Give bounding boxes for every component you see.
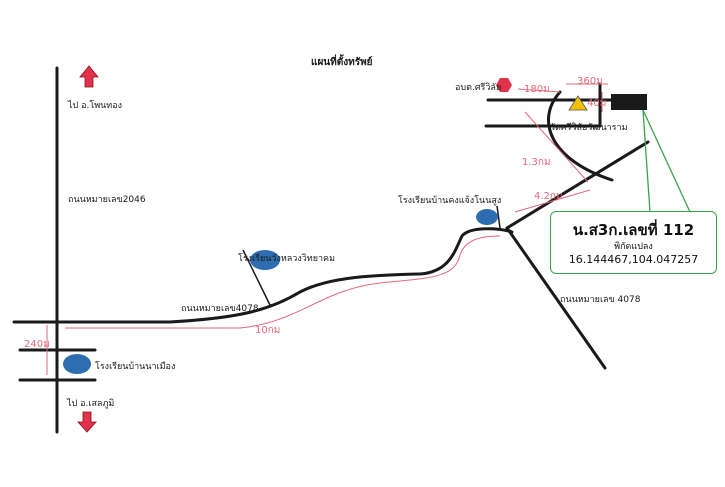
branch-khongchaeng [496,205,501,229]
label-school-wanglaung: โรงเรียนวังหลวงวิทยาคม [238,254,336,264]
route-180m [517,88,561,93]
road-temple-curve [546,90,614,182]
down-arrow-icon [77,411,97,433]
distance-40m: 40ม [587,98,607,109]
label-road-2046: ถนนหมายเลข2046 [68,195,146,205]
distance-4-2km: 4.2กม [534,191,563,202]
route-1-3km [524,111,589,183]
distance-240m: 240ม [24,339,50,350]
property-info-box: น.ส3ก.เลขที่ 112 พิกัดแปลง 16.144467,104… [550,211,717,274]
callout-line-right [642,109,691,213]
rectangle-icon [611,94,647,110]
school-circle-icon-khongchaeng [476,209,498,225]
road-northeast [505,140,650,230]
coordinates-value: 16.144467,104.047257 [568,253,699,266]
coordinates-caption: พิกัดแปลง [614,242,653,252]
distance-1-3km: 1.3กม [522,157,551,168]
deed-number: น.ส3ก.เลขที่ 112 [572,221,695,239]
route-10km [65,235,501,329]
callout-line-left [642,109,651,213]
hexagon-icon [496,78,512,92]
label-school-namueang: โรงเรียนบ้านนาเมือง [95,362,176,372]
map-title: แผนที่ตั้งทรัพย์ [311,57,373,68]
distance-360m: 360ม [577,76,603,87]
branch-wanglaung [242,249,271,306]
school-circle-icon-wanglaung [250,250,280,270]
distance-180m: 180ม [524,84,550,95]
triangle-icon [568,95,588,111]
label-road-4078-south: ถนนหมายเลข 4078 [560,295,641,305]
road-4078-main [168,227,514,324]
route-4-2km [514,189,591,213]
label-temple: วัดศรีวิลัยวัฒนาราม [550,123,628,133]
label-south-dest: ไป อ.เสลภูมิ [67,399,115,409]
label-school-khongchaeng: โรงเรียนบ้านคงแจ้งโนนสูง [398,196,502,206]
road-4078-south [505,226,607,370]
up-arrow-icon [79,65,99,88]
distance-10km: 10กม [255,325,281,336]
label-police-station: อบต.ศรีวิลัย [455,83,502,93]
label-north-dest: ไป อ.โพนทอง [68,101,123,111]
label-road-4078-west: ถนนหมายเลข4078 [181,304,259,314]
school-circle-icon-namueang [63,354,91,374]
